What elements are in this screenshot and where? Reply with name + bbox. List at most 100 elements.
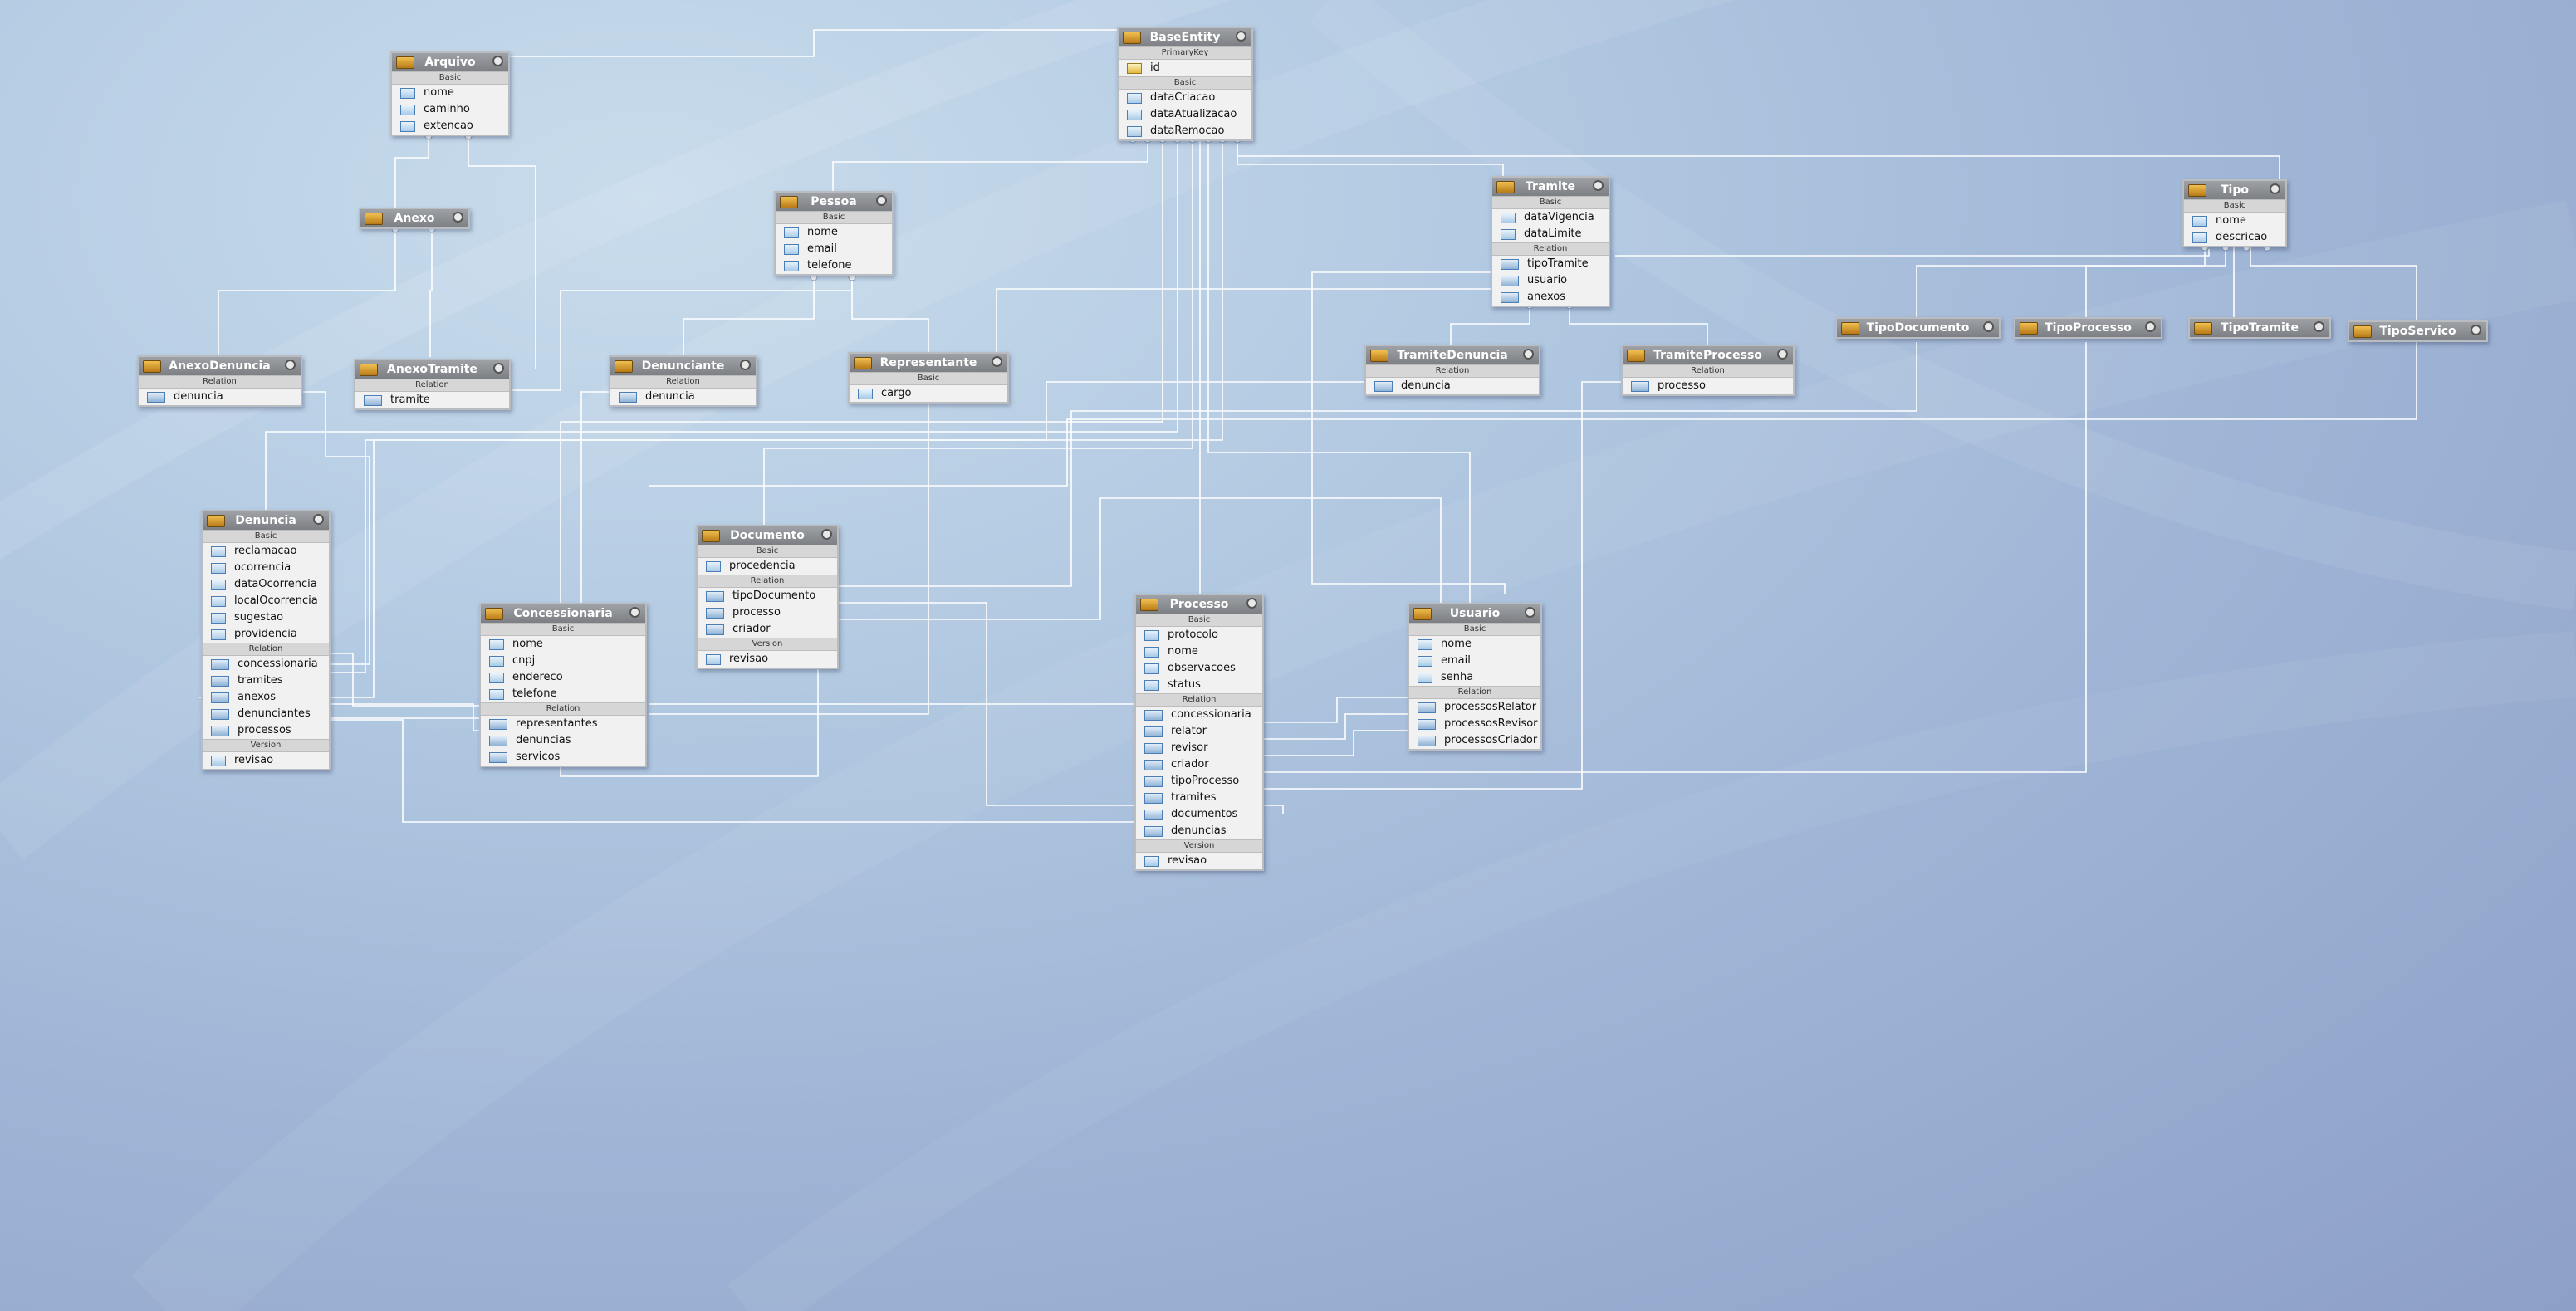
entity-menu-icon[interactable] xyxy=(1777,349,1788,360)
entity-header[interactable]: Tipo xyxy=(2184,181,2285,199)
field-nome[interactable]: nome xyxy=(392,85,508,101)
entity-header[interactable]: Denuncia xyxy=(203,511,329,530)
entity-menu-icon[interactable] xyxy=(1525,607,1535,618)
field-criador[interactable]: criador xyxy=(1136,756,1262,773)
entity-menu-icon[interactable] xyxy=(453,212,463,223)
field-anexos[interactable]: anexos xyxy=(203,689,329,706)
field-concessionaria[interactable]: concessionaria xyxy=(1136,707,1262,723)
entity-menu-icon[interactable] xyxy=(992,356,1002,367)
field-senha[interactable]: senha xyxy=(1409,669,1540,686)
field-tramites[interactable]: tramites xyxy=(1136,790,1262,806)
field-representantes[interactable]: representantes xyxy=(481,716,645,732)
entity-header[interactable]: BaseEntity xyxy=(1119,28,1251,46)
entity-menu-icon[interactable] xyxy=(876,195,887,206)
field-descricao[interactable]: descricao xyxy=(2184,229,2285,246)
field-revisao[interactable]: revisao xyxy=(698,651,837,668)
field-criador[interactable]: criador xyxy=(698,621,837,638)
field-nome[interactable]: nome xyxy=(1136,643,1262,660)
field-ocorrencia[interactable]: ocorrencia xyxy=(203,560,329,576)
entity-anexo[interactable]: Anexo xyxy=(359,208,470,229)
field-processos-criador[interactable]: processosCriador xyxy=(1409,732,1540,749)
entity-header[interactable]: TipoDocumento xyxy=(1837,319,1999,337)
entity-header[interactable]: Denunciante xyxy=(610,357,756,375)
entity-menu-icon[interactable] xyxy=(1236,31,1246,42)
field-nome[interactable]: nome xyxy=(481,636,645,653)
field-nome[interactable]: nome xyxy=(2184,213,2285,229)
field-data-remocao[interactable]: dataRemocao xyxy=(1119,123,1251,139)
field-revisao[interactable]: revisao xyxy=(1136,853,1262,869)
field-concessionaria[interactable]: concessionaria xyxy=(203,656,329,673)
entity-menu-icon[interactable] xyxy=(313,514,324,525)
field-tramite[interactable]: tramite xyxy=(355,392,509,408)
field-data-vigencia[interactable]: dataVigencia xyxy=(1492,209,1609,226)
entity-menu-icon[interactable] xyxy=(2314,321,2324,332)
entity-menu-icon[interactable] xyxy=(1246,598,1257,609)
field-documentos[interactable]: documentos xyxy=(1136,806,1262,823)
entity-menu-icon[interactable] xyxy=(1983,321,1994,332)
field-providencia[interactable]: providencia xyxy=(203,626,329,643)
entity-header[interactable]: TipoServico xyxy=(2349,322,2486,340)
field-observacoes[interactable]: observacoes xyxy=(1136,660,1262,677)
field-revisor[interactable]: revisor xyxy=(1136,740,1262,756)
field-usuario[interactable]: usuario xyxy=(1492,272,1609,289)
field-denuncia[interactable]: denuncia xyxy=(1366,378,1539,394)
entity-tipodocumento[interactable]: TipoDocumento xyxy=(1835,317,2001,339)
field-anexos[interactable]: anexos xyxy=(1492,289,1609,306)
entity-tiposervico[interactable]: TipoServico xyxy=(2348,320,2488,342)
field-nome[interactable]: nome xyxy=(1409,636,1540,653)
field-cargo[interactable]: cargo xyxy=(850,385,1007,402)
field-telefone[interactable]: telefone xyxy=(481,686,645,702)
entity-header[interactable]: TipoProcesso xyxy=(2015,319,2161,337)
field-local-ocorrencia[interactable]: localOcorrencia xyxy=(203,593,329,609)
entity-header[interactable]: TipoTramite xyxy=(2190,319,2329,337)
entity-header[interactable]: Arquivo xyxy=(392,53,508,71)
field-protocolo[interactable]: protocolo xyxy=(1136,627,1262,643)
field-data-ocorrencia[interactable]: dataOcorrencia xyxy=(203,576,329,593)
entity-menu-icon[interactable] xyxy=(740,360,751,370)
field-servicos[interactable]: servicos xyxy=(481,749,645,766)
field-denunciantes[interactable]: denunciantes xyxy=(203,706,329,722)
field-tramites[interactable]: tramites xyxy=(203,673,329,689)
field-status[interactable]: status xyxy=(1136,677,1262,693)
field-data-criacao[interactable]: dataCriacao xyxy=(1119,90,1251,106)
field-email[interactable]: email xyxy=(776,241,892,257)
field-denuncias[interactable]: denuncias xyxy=(481,732,645,749)
field-nome[interactable]: nome xyxy=(776,224,892,241)
entity-tipoprocesso[interactable]: TipoProcesso xyxy=(2014,317,2162,339)
field-denuncia[interactable]: denuncia xyxy=(139,389,301,405)
entity-header[interactable]: Documento xyxy=(698,526,837,545)
entity-header[interactable]: AnexoDenuncia xyxy=(139,357,301,375)
field-revisao[interactable]: revisao xyxy=(203,752,329,769)
entity-header[interactable]: Concessionaria xyxy=(481,604,645,623)
entity-menu-icon[interactable] xyxy=(629,607,640,618)
entity-header[interactable]: Processo xyxy=(1136,595,1262,614)
field-tipo-tramite[interactable]: tipoTramite xyxy=(1492,256,1609,272)
field-caminho[interactable]: caminho xyxy=(392,101,508,118)
entity-menu-icon[interactable] xyxy=(2145,321,2156,332)
field-cnpj[interactable]: cnpj xyxy=(481,653,645,669)
field-email[interactable]: email xyxy=(1409,653,1540,669)
field-relator[interactable]: relator xyxy=(1136,723,1262,740)
field-processos-revisor[interactable]: processosRevisor xyxy=(1409,716,1540,732)
field-sugestao[interactable]: sugestao xyxy=(203,609,329,626)
entity-header[interactable]: AnexoTramite xyxy=(355,360,509,379)
entity-tipotramite[interactable]: TipoTramite xyxy=(2188,317,2331,339)
entity-header[interactable]: TramiteDenuncia xyxy=(1366,346,1539,364)
entity-header[interactable]: Pessoa xyxy=(776,193,892,211)
entity-menu-icon[interactable] xyxy=(1523,349,1534,360)
entity-header[interactable]: TramiteProcesso xyxy=(1623,346,1793,364)
entity-menu-icon[interactable] xyxy=(821,529,832,540)
